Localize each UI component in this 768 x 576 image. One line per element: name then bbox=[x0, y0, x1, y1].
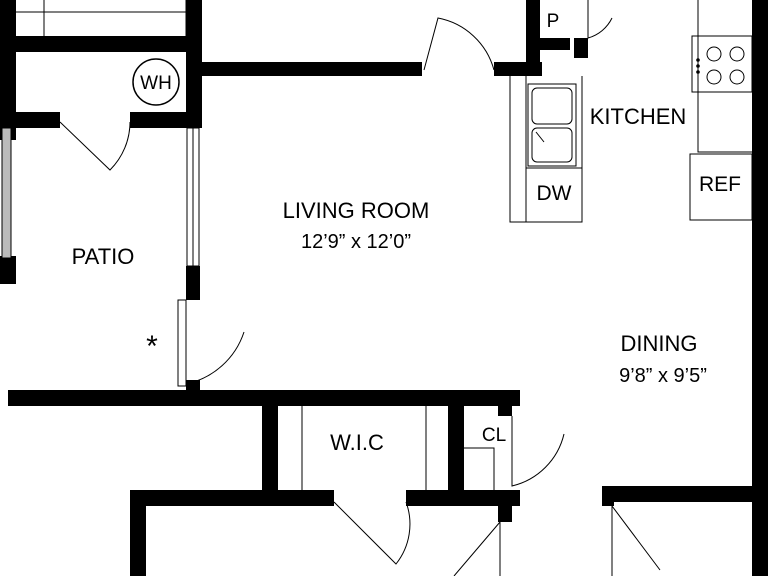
kitchen-label: KITCHEN bbox=[590, 104, 687, 129]
water-heater: WH bbox=[132, 58, 180, 106]
living-room-dims: 12’9” x 12’0” bbox=[301, 231, 411, 253]
stove-icon bbox=[696, 46, 745, 85]
patio-label: PATIO bbox=[72, 244, 135, 269]
dishwasher: DW bbox=[537, 182, 572, 205]
thin-lines bbox=[1, 0, 753, 490]
door-hall bbox=[59, 121, 131, 171]
closet-label: CL bbox=[482, 425, 506, 446]
doors bbox=[59, 0, 661, 576]
door-bedroom-2 bbox=[611, 505, 661, 576]
pantry-label: P bbox=[547, 11, 560, 32]
door-bedroom bbox=[423, 17, 495, 71]
door-patio bbox=[177, 299, 245, 387]
door-bath bbox=[453, 521, 501, 576]
sink-icon bbox=[527, 83, 577, 167]
door-closet bbox=[511, 416, 565, 487]
dining-dims: 9’8” x 9’5” bbox=[619, 365, 707, 387]
living-room-label: LIVING ROOM bbox=[283, 198, 430, 223]
asterisk-marker: * bbox=[146, 330, 158, 363]
door-pantry bbox=[587, 0, 613, 39]
refrigerator: REF bbox=[689, 153, 753, 221]
dining-label: DINING bbox=[621, 331, 698, 356]
svg-text:DW: DW bbox=[537, 182, 572, 205]
svg-text:REF: REF bbox=[699, 173, 741, 196]
svg-text:WH: WH bbox=[140, 73, 172, 94]
wic-label: W.I.C bbox=[330, 430, 384, 455]
door-wic bbox=[333, 501, 411, 565]
